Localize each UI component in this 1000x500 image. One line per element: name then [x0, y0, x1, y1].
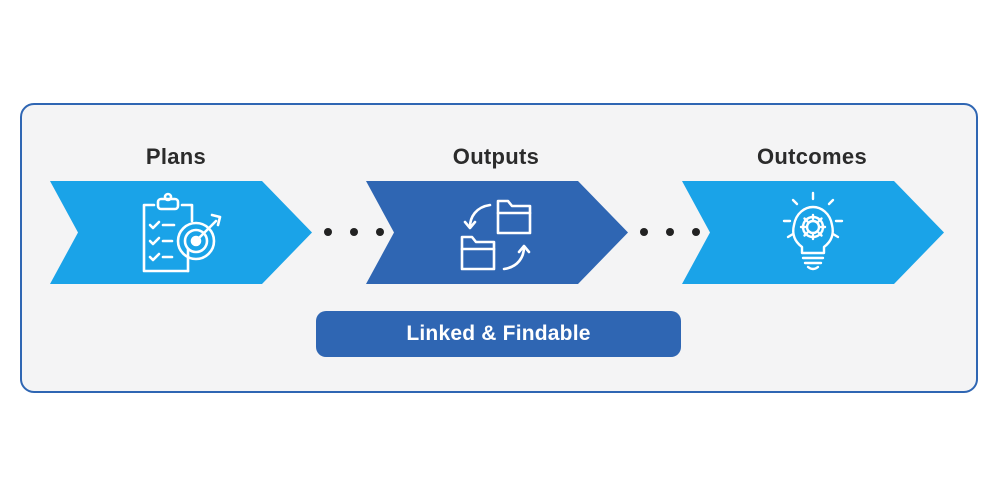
- stage-title-outcomes: Outcomes: [757, 144, 867, 169]
- dot: [666, 228, 674, 236]
- stage-title-outputs: Outputs: [452, 144, 540, 169]
- folders-sync-icon: [460, 199, 532, 271]
- stage-chevron-outcomes: [682, 181, 944, 284]
- stage-chevron-outputs: [366, 181, 628, 284]
- dot: [640, 228, 648, 236]
- connector-dots-1: [322, 224, 392, 240]
- stage-chevron-plans: [50, 181, 312, 284]
- dot: [376, 228, 384, 236]
- dot: [324, 228, 332, 236]
- dot: [350, 228, 358, 236]
- lightbulb-gear-icon: [782, 191, 844, 271]
- connector-dots-2: [638, 224, 708, 240]
- clipboard-target-icon: [142, 192, 222, 273]
- dot: [692, 228, 700, 236]
- linked-findable-badge: Linked & Findable: [316, 311, 681, 357]
- stage-title-plans: Plans: [145, 144, 207, 169]
